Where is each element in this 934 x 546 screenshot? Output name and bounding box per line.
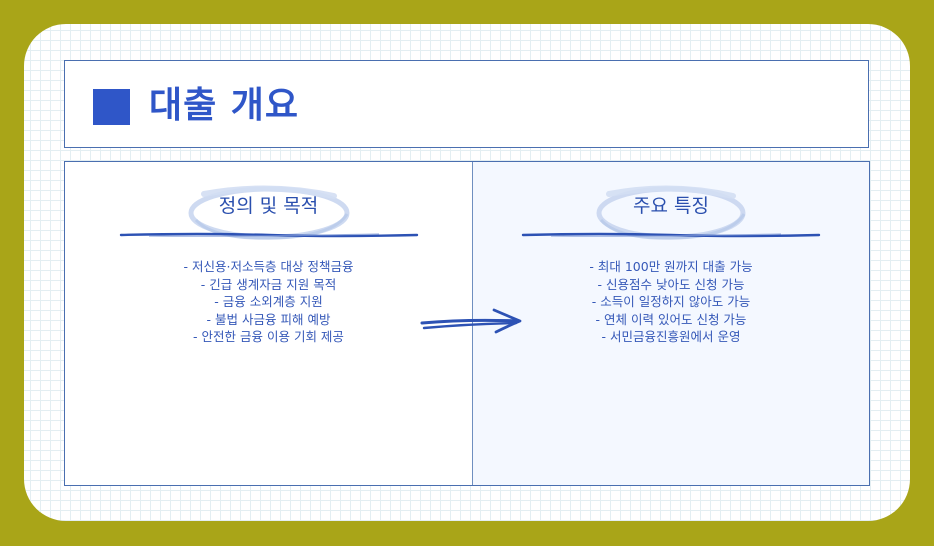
- features-list: - 최대 100만 원까지 대출 가능 - 신용점수 낮아도 신청 가능 - 소…: [473, 258, 869, 346]
- list-item: - 서민금융진흥원에서 운영: [601, 329, 741, 344]
- panel-heading: 정의 및 목적: [218, 195, 319, 217]
- list-item: - 최대 100만 원까지 대출 가능: [589, 259, 753, 274]
- heading-wrap: 정의 및 목적: [65, 180, 472, 240]
- panel-heading: 주요 특징: [633, 195, 709, 217]
- brush-underline-icon: [521, 232, 821, 238]
- list-item: - 금융 소외계층 지원: [214, 294, 323, 309]
- page-title: 대출 개요: [149, 85, 300, 126]
- features-panel: 주요 특징 - 최대 100만 원까지 대출 가능 - 신용점수 낮아도 신청 …: [473, 162, 869, 485]
- right-arrow-icon: [420, 308, 522, 334]
- circle-scribble-icon: [596, 185, 746, 240]
- square-icon: [93, 89, 130, 125]
- list-item: - 소득이 일정하지 않아도 가능: [591, 294, 751, 309]
- definition-panel: 정의 및 목적 - 저신용·저소득층 대상 정책금융 - 긴급 생계자금 지원 …: [65, 162, 473, 485]
- circle-scribble-icon: [188, 185, 349, 240]
- content-panels: 정의 및 목적 - 저신용·저소득층 대상 정책금융 - 긴급 생계자금 지원 …: [64, 161, 870, 486]
- list-item: - 저신용·저소득층 대상 정책금융: [183, 259, 354, 274]
- heading-wrap: 주요 특징: [473, 180, 869, 240]
- list-item: - 불법 사금융 피해 예방: [206, 311, 331, 327]
- list-item: - 안전한 금융 이용 기회 제공: [193, 329, 344, 344]
- list-item: - 연체 이력 있어도 신청 가능: [595, 311, 747, 327]
- brush-underline-icon: [119, 232, 418, 238]
- list-item: - 긴급 생계자금 지원 목적: [200, 276, 337, 292]
- list-item: - 신용점수 낮아도 신청 가능: [597, 276, 745, 292]
- header-box: 대출 개요: [64, 60, 869, 148]
- definition-list: - 저신용·저소득층 대상 정책금융 - 긴급 생계자금 지원 목적 - 금융 …: [65, 258, 472, 346]
